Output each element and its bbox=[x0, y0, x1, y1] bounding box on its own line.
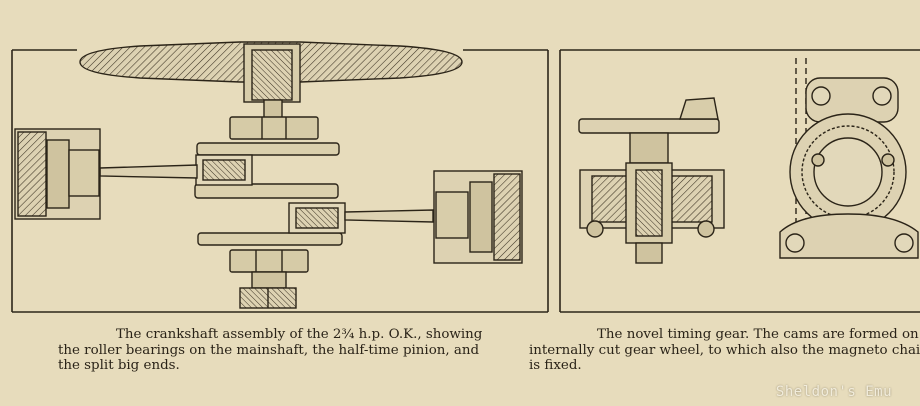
caption-crankshaft: The crankshaft assembly of the 2¾ h.p. O… bbox=[58, 327, 482, 374]
caption-left-line-3: the split big ends. bbox=[58, 358, 180, 373]
caption-timing-gear: The novel timing gear. The cams are form… bbox=[529, 327, 920, 374]
caption-left-line-2: the roller bearings on the mainshaft, th… bbox=[58, 342, 480, 358]
crankshaft-drawing bbox=[14, 41, 523, 309]
caption-left-line-1: The crankshaft assembly of the 2¾ h.p. O… bbox=[116, 327, 483, 342]
caption-right-line-2: internally cut gear wheel, to which also… bbox=[529, 342, 920, 358]
illustrations bbox=[11, 41, 920, 313]
caption-right-line-3: is fixed. bbox=[529, 358, 582, 373]
magneto-cover-drawing bbox=[779, 58, 919, 259]
right-panel-frame bbox=[559, 49, 920, 313]
left-panel-frame bbox=[11, 49, 549, 313]
timing-gear-drawing bbox=[578, 97, 725, 264]
watermark: Sheldon's Emu bbox=[775, 384, 892, 400]
caption-right-line-1: The novel timing gear. The cams are form… bbox=[597, 327, 920, 342]
